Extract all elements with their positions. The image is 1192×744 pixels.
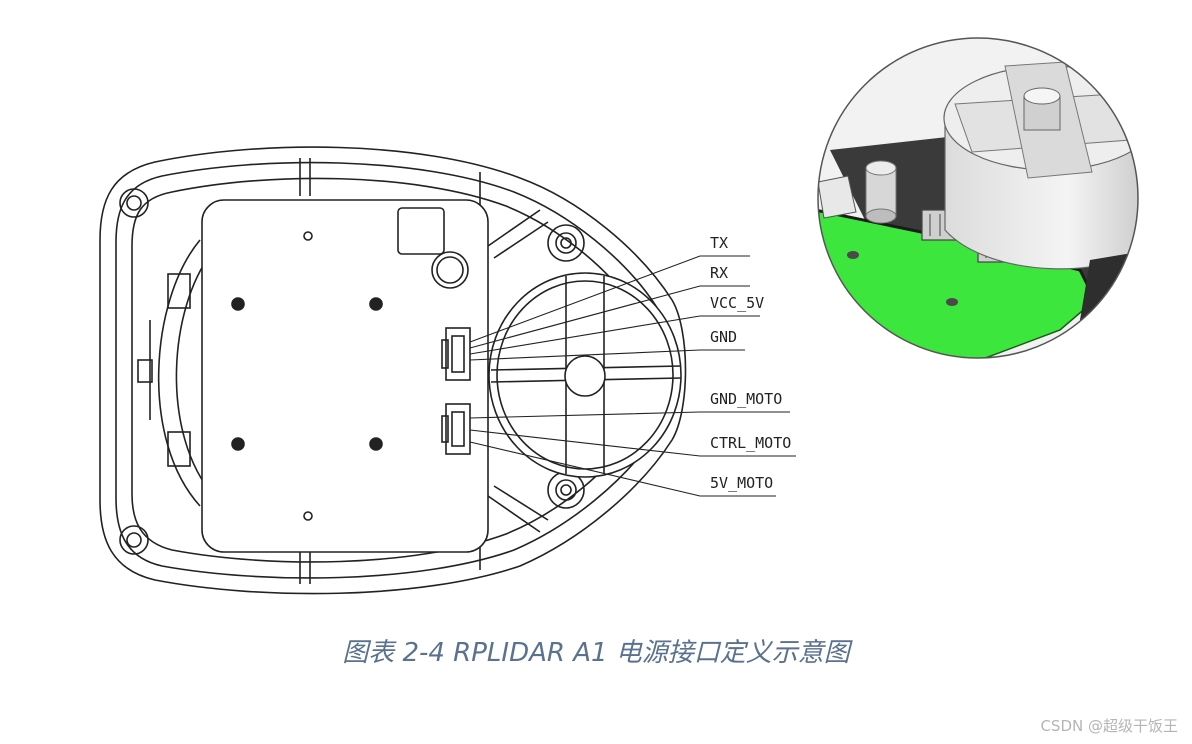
pin-label-gnd-moto: GND_MOTO bbox=[710, 390, 782, 408]
power-connector bbox=[441, 327, 471, 381]
pin-label-tx: TX bbox=[710, 234, 728, 252]
motor-disk bbox=[488, 272, 682, 478]
pin-label-rx: RX bbox=[710, 264, 728, 282]
pin-label-ctrl-moto: CTRL_MOTO bbox=[710, 434, 791, 452]
pin-label-5v-moto: 5V_MOTO bbox=[710, 474, 773, 492]
watermark: CSDN @超级干饭王 bbox=[1040, 717, 1178, 735]
pin-label-vcc-5v: VCC_5V bbox=[710, 294, 764, 312]
pin-labels: TX RX VCC_5V GND GND_MOTO CTRL_MOTO 5V_M… bbox=[710, 234, 791, 492]
pin-label-gnd: GND bbox=[710, 328, 737, 346]
figure-caption: 图表 2-4 RPLIDAR A1 电源接口定义示意图 bbox=[342, 638, 850, 668]
zoom-inset bbox=[817, 37, 1139, 359]
pin-leader-lines bbox=[469, 255, 796, 497]
motor-connector bbox=[441, 403, 471, 455]
pcb-board bbox=[201, 199, 489, 553]
